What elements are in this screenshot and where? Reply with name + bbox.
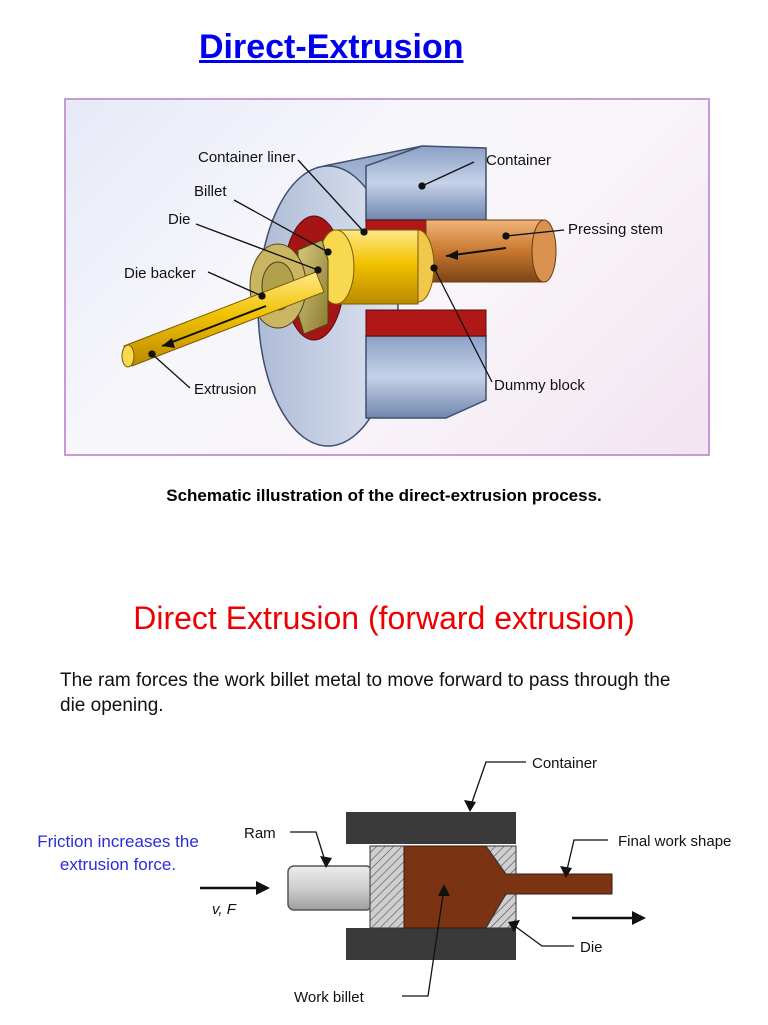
schematic-illustration: Container liner Container Billet Die Pre… <box>121 145 663 447</box>
label-container-liner: Container liner <box>198 149 296 166</box>
forward-extrusion-diagram: Container Ram Final work shape v, F Die … <box>196 738 752 1020</box>
dummy-block-hatched <box>369 845 405 929</box>
page-title-link[interactable]: Direct-Extrusion <box>199 28 464 66</box>
leader-container <box>469 761 526 809</box>
label-die: Die <box>580 939 603 956</box>
leader-lines <box>148 159 565 389</box>
label-die-backer: Die backer <box>124 265 196 282</box>
container-top <box>346 812 516 844</box>
label-ram: Ram <box>244 825 276 842</box>
label-extrusion: Extrusion <box>194 381 257 398</box>
figure-caption: Schematic illustration of the direct-ext… <box>166 486 602 505</box>
die-bottom <box>485 893 517 929</box>
label-work-billet: Work billet <box>294 989 365 1006</box>
leader-ram <box>290 831 327 865</box>
label-velocity-force: v, F <box>212 901 237 918</box>
label-dummy-block: Dummy block <box>494 377 585 394</box>
die-top <box>485 845 517 875</box>
label-final-work-shape: Final work shape <box>618 833 731 850</box>
label-pressing-stem: Pressing stem <box>568 221 663 238</box>
description-paragraph: The ram forces the work billet metal to … <box>60 670 671 716</box>
cross-section-illustration: Container Ram Final work shape v, F Die … <box>200 755 731 1006</box>
leader-die <box>511 923 574 947</box>
label-container: Container <box>486 152 551 169</box>
label-die: Die <box>168 211 191 228</box>
label-billet: Billet <box>194 183 227 200</box>
leader-final-shape <box>565 839 608 875</box>
label-container: Container <box>532 755 597 772</box>
extrusion-rod <box>121 271 325 368</box>
billet <box>317 229 419 305</box>
section-heading: Direct Extrusion (forward extrusion) <box>133 600 635 636</box>
ram <box>287 865 373 911</box>
leader-work-billet <box>402 887 445 997</box>
pressing-stem <box>425 219 557 283</box>
friction-note: Friction increases the extrusion force. <box>37 832 199 874</box>
direct-extrusion-schematic-figure: Container liner Container Billet Die Pre… <box>64 98 710 456</box>
container-bottom <box>346 928 516 960</box>
